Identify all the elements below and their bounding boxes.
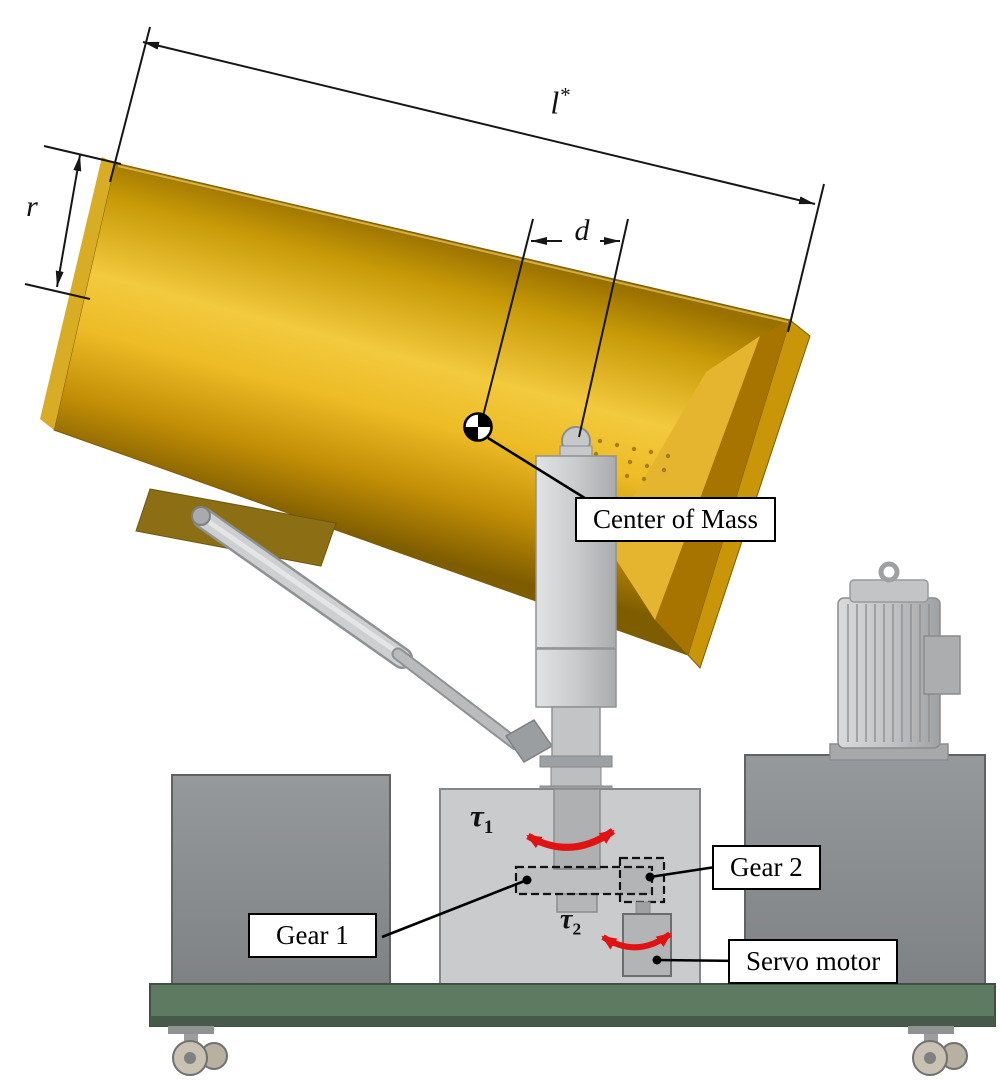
torque-arrow-tau1 — [526, 828, 616, 851]
strut-upper-joint — [191, 506, 211, 526]
callout-center-of-mass: Center of Mass — [575, 497, 776, 543]
dimension-r — [55, 154, 82, 288]
cylinder-mouth-shadow — [655, 320, 790, 655]
ext-line-r-bottom — [24, 283, 91, 300]
drive-motor — [829, 561, 961, 761]
motor-top-cap — [849, 579, 929, 603]
cylinder-mouth-inner — [606, 336, 760, 620]
center-of-mass-icon — [463, 412, 597, 507]
label-tau1: τ1 — [470, 798, 494, 839]
caster-right — [908, 1026, 968, 1076]
label-length: l* — [550, 84, 570, 121]
input-shaft — [553, 788, 601, 870]
callout-gear1: Gear 1 — [248, 913, 377, 959]
rivet-dots — [590, 438, 671, 482]
pointer-gear1 — [381, 878, 528, 939]
gear1-outline — [514, 865, 654, 896]
pivot-pin — [559, 426, 593, 461]
label-radius: r — [26, 190, 38, 223]
base-plate — [149, 983, 996, 1027]
underside-panel — [135, 488, 337, 567]
label-tau2: τ2 — [560, 904, 582, 939]
cylinder-body — [40, 157, 811, 669]
ext-line-d-left — [480, 218, 534, 425]
torque-arrow-tau2 — [601, 931, 672, 951]
label-offset: d — [574, 214, 590, 247]
dimension-lines — [24, 26, 825, 438]
caster-left — [168, 1026, 228, 1076]
callout-servo-motor: Servo motor — [728, 939, 899, 985]
dimension-l-star — [142, 41, 816, 205]
ext-line-l-left — [109, 26, 151, 183]
callout-gear2: Gear 2 — [712, 845, 821, 891]
ext-line-l-right — [787, 183, 825, 333]
motor-eye-bolt — [878, 561, 900, 583]
cylinder-end-cap — [40, 157, 115, 430]
gear2-outline — [618, 856, 666, 904]
pedestal-column — [535, 455, 617, 797]
actuator-strut — [191, 506, 554, 763]
ext-line-r-top — [43, 145, 122, 165]
torque-arrows — [526, 828, 672, 951]
ext-line-d-right — [578, 218, 629, 438]
motor-terminal-box — [923, 635, 961, 695]
